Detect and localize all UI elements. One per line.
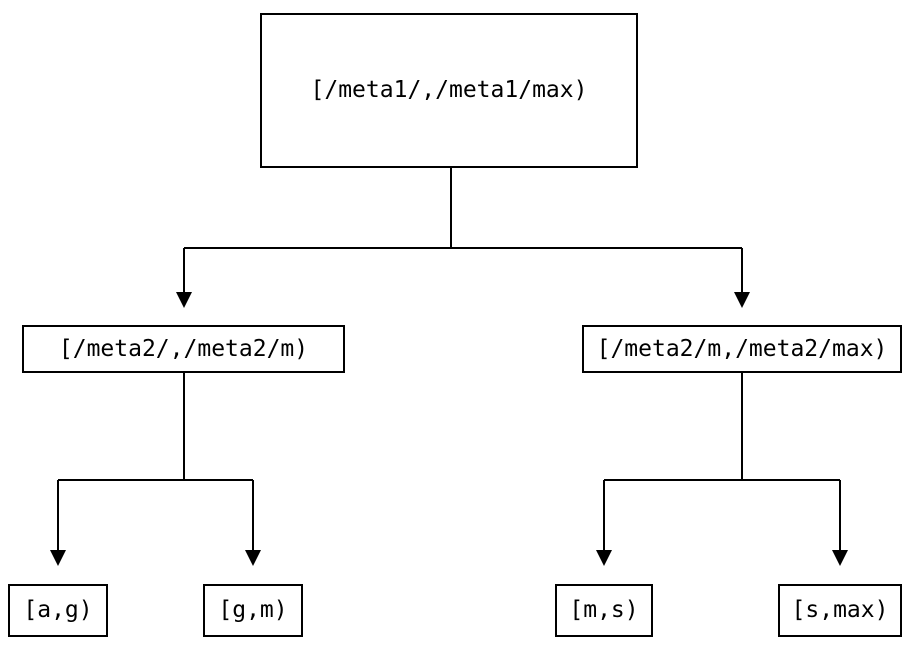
node-leaf-2: [g,m)	[203, 584, 303, 637]
node-leaf-4-label: [s,max)	[791, 597, 889, 623]
arrowhead-icon	[734, 292, 750, 308]
node-leaf-3: [m,s)	[555, 584, 653, 637]
node-root-label: [/meta1/,/meta1/max)	[310, 77, 588, 103]
arrowhead-icon	[50, 550, 66, 566]
arrowhead-icon	[245, 550, 261, 566]
node-right-child-label: [/meta2/m,/meta2/max)	[596, 335, 888, 362]
node-root: [/meta1/,/meta1/max)	[260, 13, 638, 168]
node-leaf-2-label: [g,m)	[218, 597, 288, 623]
node-left-child-label: [/meta2/,/meta2/m)	[58, 335, 309, 362]
arrowhead-icon	[596, 550, 612, 566]
arrowhead-icon	[832, 550, 848, 566]
node-right-child: [/meta2/m,/meta2/max)	[582, 325, 902, 373]
arrowhead-icon	[176, 292, 192, 308]
node-leaf-1-label: [a,g)	[23, 597, 93, 623]
node-leaf-4: [s,max)	[778, 584, 902, 637]
node-left-child: [/meta2/,/meta2/m)	[22, 325, 345, 373]
node-leaf-1: [a,g)	[8, 584, 108, 637]
node-leaf-3-label: [m,s)	[569, 597, 639, 623]
